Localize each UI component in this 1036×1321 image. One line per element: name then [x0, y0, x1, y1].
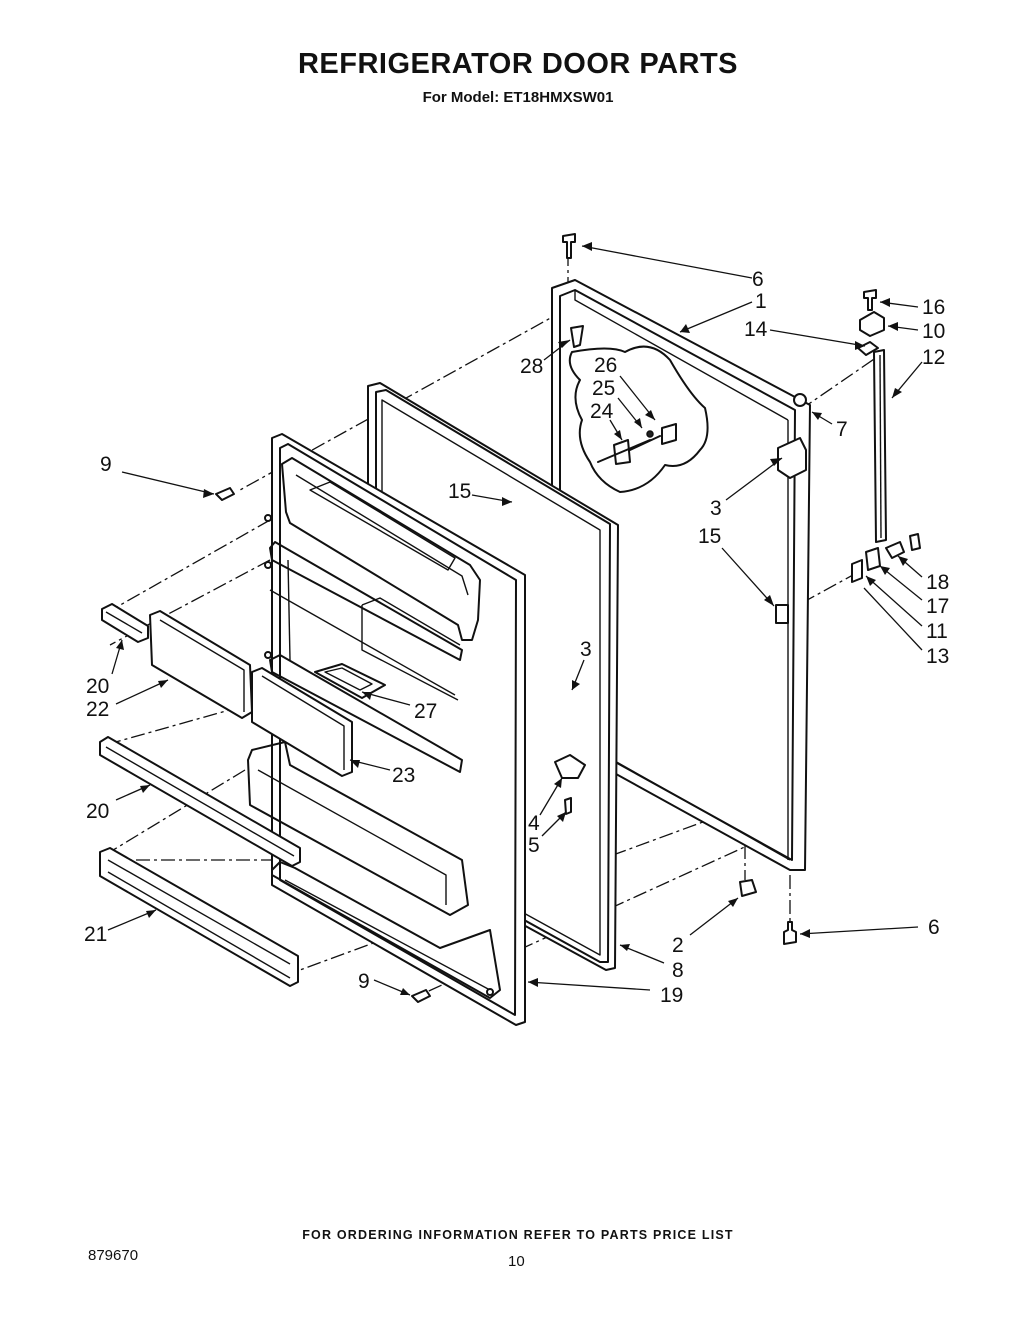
callout-2: 2 [672, 934, 684, 957]
callout-24: 24 [590, 400, 614, 423]
callout-16: 16 [922, 296, 945, 319]
callout-4: 4 [528, 812, 540, 835]
page-title: REFRIGERATOR DOOR PARTS [297, 48, 739, 80]
callout-10: 10 [922, 320, 945, 343]
callout-9-top: 9 [100, 453, 112, 476]
callout-labels: 6 1 16 14 10 12 28 26 25 24 7 9 15 3 15 … [84, 268, 949, 1007]
callout-14: 14 [744, 318, 768, 341]
callout-8: 8 [672, 959, 684, 982]
callout-13: 13 [926, 645, 949, 668]
callout-26: 26 [594, 354, 617, 377]
callout-5: 5 [528, 834, 540, 857]
callout-20-lower: 20 [86, 800, 109, 823]
callout-18: 18 [926, 571, 949, 594]
callout-12: 12 [922, 346, 945, 369]
callout-20-top: 20 [86, 675, 109, 698]
callout-15-left: 15 [448, 480, 471, 503]
callout-3-lower: 3 [580, 638, 592, 661]
callout-25: 25 [592, 377, 615, 400]
arrow-heads [116, 242, 908, 995]
callout-19: 19 [660, 984, 683, 1007]
door-liner [247, 433, 526, 1026]
callout-23: 23 [392, 764, 415, 787]
ordering-note: FOR ORDERING INFORMATION REFER TO PARTS … [302, 1228, 734, 1242]
page-number: 10 [508, 1253, 525, 1270]
callout-1: 1 [755, 290, 767, 313]
callout-21: 21 [84, 923, 107, 946]
callout-11: 11 [926, 620, 948, 643]
shelf-parts [99, 603, 353, 987]
model-subtitle: For Model: ET18HMXSW01 [422, 89, 614, 106]
document-number: 879670 [88, 1247, 139, 1264]
callout-15-right: 15 [698, 525, 721, 548]
callout-7: 7 [836, 418, 848, 441]
hardware-parts [215, 233, 921, 1003]
callout-6-top: 6 [752, 268, 764, 291]
callout-28: 28 [520, 355, 543, 378]
callout-9-bottom: 9 [358, 970, 370, 993]
callout-6-bottom: 6 [928, 916, 940, 939]
callout-17: 17 [926, 595, 949, 618]
callout-27: 27 [414, 700, 437, 723]
callout-22: 22 [86, 698, 109, 721]
callout-3-right: 3 [710, 497, 722, 520]
